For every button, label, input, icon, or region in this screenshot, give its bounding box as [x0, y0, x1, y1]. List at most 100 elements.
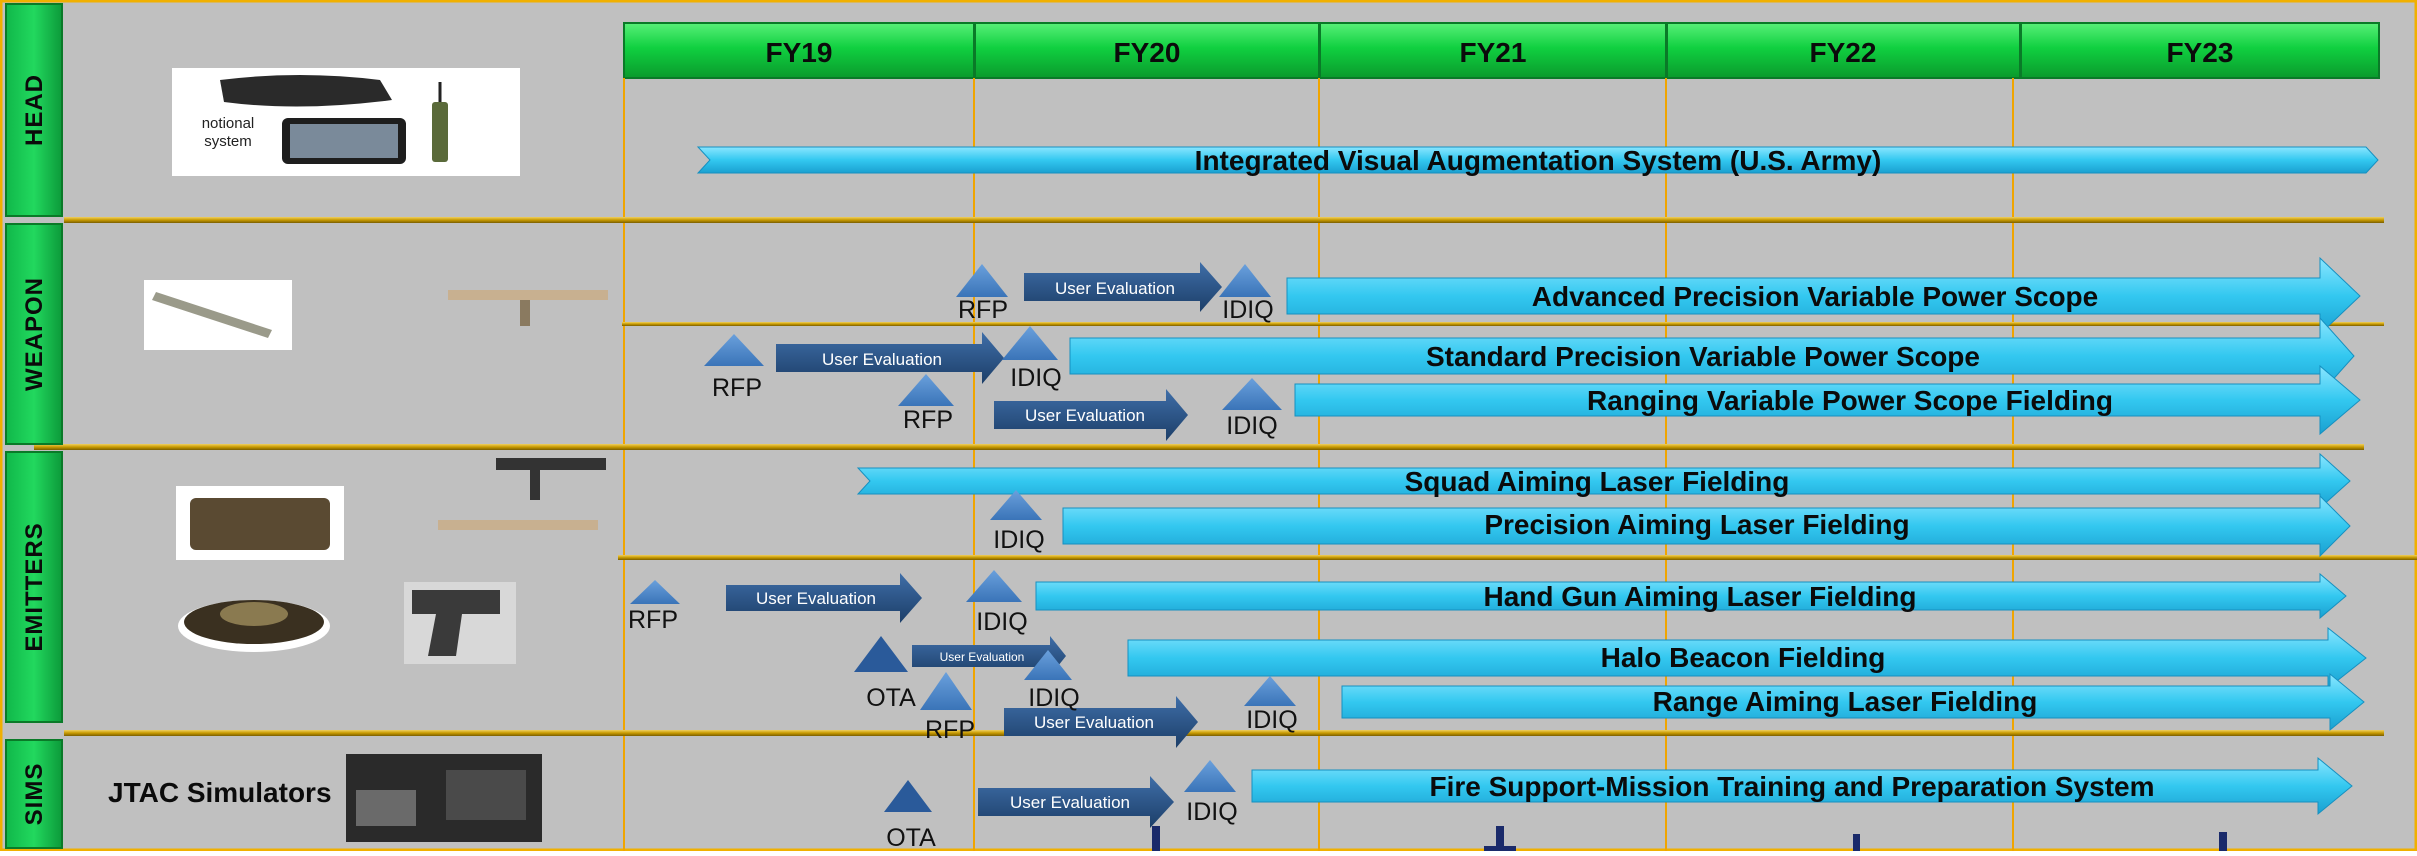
category-tab-head	[5, 3, 63, 217]
divider-weapon-inner	[622, 322, 2384, 326]
user-eval-label-ral: User Evaluation	[1034, 713, 1154, 732]
milestone-label-spvps-idiq: IDIQ	[1010, 364, 1061, 392]
category-label-sims: SIMS	[21, 763, 48, 826]
milestone-triangle-fsmtps-idiq	[1184, 760, 1236, 792]
user-eval-label-hgal: User Evaluation	[756, 589, 876, 608]
bar-label-spvps: Standard Precision Variable Power Scope	[1426, 341, 1980, 372]
bar-label-ivas: Integrated Visual Augmentation System (U…	[1195, 145, 1882, 176]
category-label-head: HEAD	[21, 74, 48, 146]
bar-halo	[1127, 626, 2367, 690]
milestone-triangle-hgal-idiq	[966, 570, 1022, 602]
user-evaluation-arrows: User Evaluation User Evaluation User Eva…	[726, 262, 1222, 828]
milestone-label-apvps-rfp: RFP	[958, 296, 1008, 324]
program-bars: Integrated Visual Augmentation System (U…	[696, 145, 2379, 816]
bar-label-fsmtps: Fire Support-Mission Training and Prepar…	[1429, 771, 2154, 802]
bar-label-halo: Halo Beacon Fielding	[1601, 642, 1886, 673]
milestone-triangle-fsmtps-ota	[884, 780, 932, 812]
bottom-marker-1	[1152, 826, 1160, 851]
milestone-label-halo-ota: OTA	[866, 684, 916, 712]
goggles-icon	[220, 75, 392, 107]
bar-label-sal: Squad Aiming Laser Fielding	[1405, 466, 1790, 497]
milestone-triangle-ral-rfp	[920, 672, 972, 710]
category-tab-weapon	[5, 223, 63, 445]
bar-label-rvps: Ranging Variable Power Scope Fielding	[1587, 385, 2113, 416]
milestone-triangle-rvps-rfp	[898, 374, 954, 406]
user-eval-halo	[912, 636, 1066, 676]
year-label-fy19: FY19	[766, 37, 833, 68]
milestone-label-ral-idiq: IDIQ	[1246, 706, 1297, 734]
year-label-fy23: FY23	[2167, 37, 2234, 68]
milestone-triangle-spvps-rfp	[704, 334, 764, 366]
year-cell-fy22	[1666, 22, 2021, 79]
scope-icon	[152, 292, 272, 338]
row-dividers	[34, 217, 2417, 736]
milestone-label-hgal-idiq: IDIQ	[976, 608, 1027, 636]
year-cell-fy19	[623, 22, 975, 79]
bar-rvps	[1294, 364, 2361, 436]
bar-ral	[1341, 672, 2365, 732]
milestone-triangle-halo-ota	[854, 636, 908, 672]
bottom-marker-4	[2219, 832, 2227, 851]
carbine-icon	[496, 458, 606, 470]
milestone-triangles	[630, 264, 1296, 812]
milestone-label-halo-idiq: IDIQ	[1028, 684, 1079, 712]
aiming-laser-icon	[190, 498, 330, 550]
year-gridlines	[623, 78, 2014, 851]
bottom-marker-3	[1853, 834, 1860, 851]
user-eval-ral	[1004, 696, 1198, 748]
milestone-label-spvps-rfp: RFP	[712, 374, 762, 402]
user-eval-spvps	[776, 332, 1004, 384]
divider-emitters-inner	[618, 555, 2417, 560]
milestone-label-apvps-idiq: IDIQ	[1222, 296, 1273, 324]
sims-row-content: JTAC Simulators	[108, 754, 542, 842]
category-tab-sims	[5, 739, 63, 849]
bar-spvps	[1069, 316, 2355, 396]
milestone-labels: RFP IDIQ RFP IDIQ RFP IDIQ IDIQ RFP IDIQ…	[628, 296, 1298, 852]
category-tab-emitters	[5, 451, 63, 723]
user-eval-label-fsmtps: User Evaluation	[1010, 793, 1130, 812]
year-cell-fy23	[2020, 22, 2380, 79]
milestone-label-rvps-idiq: IDIQ	[1226, 412, 1277, 440]
weapon-images	[144, 280, 608, 350]
milestone-label-rvps-rfp: RFP	[903, 406, 953, 434]
divider-head-weapon	[64, 217, 2384, 223]
year-label-fy20: FY20	[1114, 37, 1181, 68]
milestone-triangle-ral-idiq	[1244, 676, 1296, 706]
bottom-markers	[1152, 826, 2227, 851]
user-eval-fsmtps	[978, 776, 1174, 828]
bottom-marker-2	[1496, 826, 1504, 851]
milestone-triangle-hgal-rfp	[630, 580, 680, 604]
category-label-weapon: WEAPON	[21, 277, 48, 391]
milestone-triangle-pal-idiq	[990, 490, 1042, 520]
sniper-rifle-icon	[438, 520, 598, 530]
milestone-triangle-spvps-idiq	[1002, 326, 1058, 360]
category-label-emitters: EMITTERS	[21, 522, 48, 651]
user-eval-apvps	[1024, 262, 1222, 312]
milestone-label-hgal-rfp: RFP	[628, 606, 678, 634]
user-eval-label-rvps: User Evaluation	[1025, 406, 1145, 425]
sims-label: JTAC Simulators	[108, 777, 332, 808]
user-eval-hgal	[726, 573, 922, 623]
radio-icon	[432, 102, 448, 162]
milestone-triangle-halo-idiq	[1024, 650, 1072, 680]
milestone-label-fsmtps-idiq: IDIQ	[1186, 798, 1237, 826]
user-eval-rvps	[994, 389, 1188, 441]
bar-label-pal: Precision Aiming Laser Fielding	[1484, 509, 1909, 540]
handgun-icon	[412, 590, 500, 656]
bar-ivas	[696, 146, 2379, 174]
milestone-label-ral-rfp: RFP	[925, 716, 975, 744]
head-image-label-line1: notional	[202, 115, 255, 132]
year-header: FY19 FY20 FY21 FY22 FY23	[623, 22, 2380, 79]
rifle-icon	[448, 290, 608, 300]
bar-fsmtps	[1251, 756, 2353, 816]
emitter-images	[176, 458, 606, 664]
year-cell-fy20	[974, 22, 1320, 79]
head-image: notional system	[172, 68, 520, 176]
milestone-label-pal-idiq: IDIQ	[993, 526, 1044, 554]
year-label-fy21: FY21	[1460, 37, 1527, 68]
milestone-triangle-apvps-idiq	[1219, 264, 1271, 297]
category-tabs: HEAD WEAPON EMITTERS SIMS	[5, 3, 63, 849]
bar-apvps	[1286, 256, 2361, 336]
